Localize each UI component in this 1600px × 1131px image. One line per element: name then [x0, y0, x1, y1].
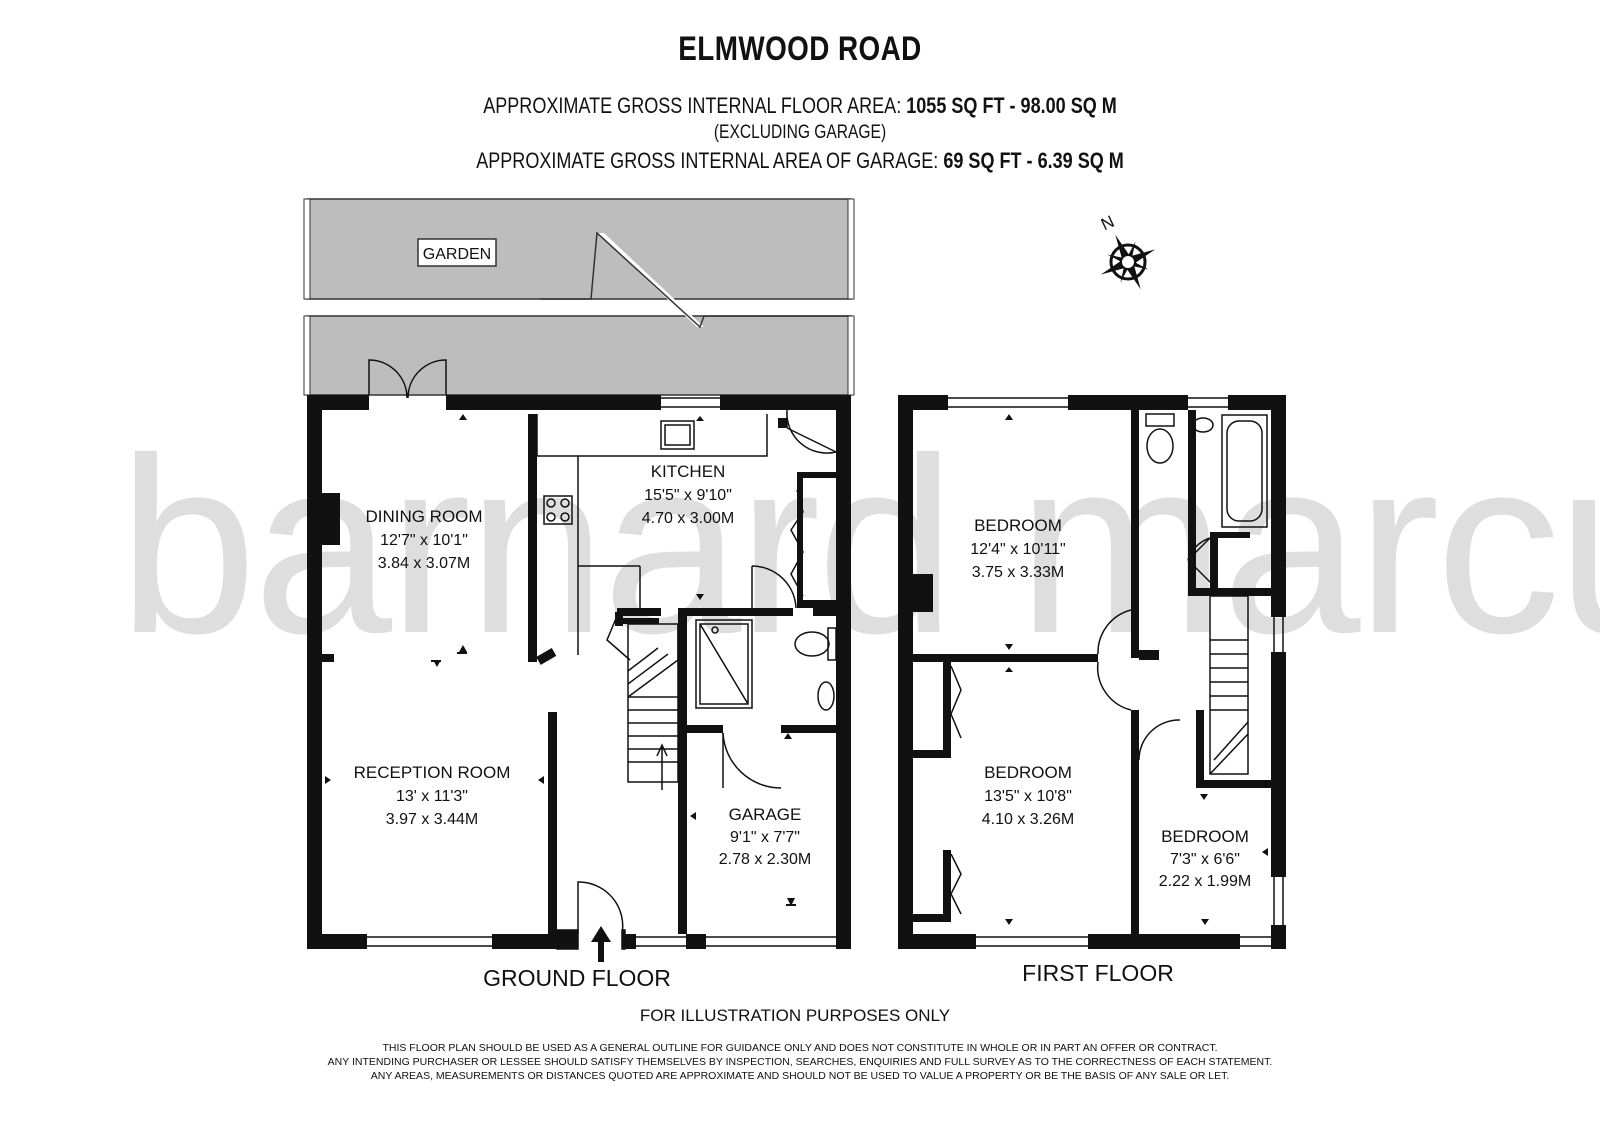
- room-reception-room: RECEPTION ROOM 13' x 11'3" 3.97 x 3.44M: [354, 763, 511, 828]
- garden-label-box: [417, 238, 497, 267]
- room-name: BEDROOM: [984, 763, 1072, 782]
- disclaimer-line-2: ANY INTENDING PURCHASER OR LESSEE SHOULD…: [328, 1056, 1273, 1068]
- floor-area-line: APPROXIMATE GROSS INTERNAL FLOOR AREA: 1…: [144, 93, 1456, 119]
- excluding-garage-note: (EXCLUDING GARAGE): [713, 122, 887, 143]
- marker-ticks: [325, 414, 1268, 925]
- room-dimensions-imperial: 12'4" x 10'11": [970, 541, 1065, 558]
- room-dimensions-imperial: 13' x 11'3": [396, 788, 468, 805]
- illustration-note: FOR ILLUSTRATION PURPOSES ONLY: [640, 1006, 950, 1025]
- room-name: BEDROOM: [1161, 827, 1249, 846]
- garage-area-label: APPROXIMATE GROSS INTERNAL AREA OF GARAG…: [476, 148, 939, 173]
- room-name: BEDROOM: [974, 516, 1062, 535]
- entrance-arrow-icon: [591, 926, 611, 962]
- room-dimensions-imperial: 13'5" x 10'8": [984, 788, 1072, 805]
- room-kitchen: KITCHEN 15'5" x 9'10" 4.70 x 3.00M: [642, 462, 735, 527]
- floor-area-value: 1055 SQ FT - 98.00 SQ M: [906, 93, 1117, 118]
- room-name: KITCHEN: [651, 462, 726, 481]
- room-dimensions-imperial: 9'1" x 7'7": [730, 829, 800, 846]
- garden-label: GARDEN: [423, 246, 491, 263]
- room-dimensions-imperial: 7'3" x 6'6": [1170, 851, 1240, 868]
- first-floor-windows: [948, 397, 1284, 947]
- room-bedroom-3: BEDROOM 7'3" x 6'6" 2.22 x 1.99M: [1159, 827, 1252, 890]
- watermark: barnard marcus: [118, 406, 1600, 685]
- ground-floor-label: GROUND FLOOR: [483, 965, 671, 991]
- first-floor-walls: [898, 395, 1286, 949]
- room-name: DINING ROOM: [365, 507, 482, 526]
- room-dimensions-metric: 4.10 x 3.26M: [982, 811, 1075, 828]
- room-dimensions-metric: 3.97 x 3.44M: [386, 811, 479, 828]
- room-name: GARAGE: [729, 805, 802, 824]
- disclaimer-line-1: THIS FLOOR PLAN SHOULD BE USED AS A GENE…: [382, 1042, 1217, 1054]
- room-dimensions-metric: 4.70 x 3.00M: [642, 510, 735, 527]
- room-dimensions-imperial: 12'7" x 10'1": [380, 532, 468, 549]
- first-floor-label: FIRST FLOOR: [1022, 960, 1174, 986]
- room-dining-room: DINING ROOM 12'7" x 10'1" 3.84 x 3.07M: [365, 507, 482, 572]
- room-dimensions-metric: 2.22 x 1.99M: [1159, 873, 1252, 890]
- room-dimensions-metric: 2.78 x 2.30M: [719, 851, 812, 868]
- garage-area-value: 69 SQ FT - 6.39 SQ M: [943, 148, 1124, 173]
- first-floor-fixtures: [950, 413, 1268, 915]
- room-dimensions-metric: 3.84 x 3.07M: [378, 555, 471, 572]
- room-dimensions-metric: 3.75 x 3.33M: [972, 564, 1065, 581]
- compass-north-label: N: [1098, 212, 1117, 234]
- ground-floor-fixtures: [368, 359, 837, 950]
- garage-area-line: APPROXIMATE GROSS INTERNAL AREA OF GARAG…: [144, 148, 1456, 174]
- ground-floor-windows: [367, 397, 836, 947]
- garden-area: GARDEN: [303, 198, 855, 396]
- room-dimensions-imperial: 15'5" x 9'10": [644, 487, 732, 504]
- floor-area-label: APPROXIMATE GROSS INTERNAL FLOOR AREA:: [483, 93, 902, 118]
- plan-title: ELMWOOD ROAD: [678, 30, 922, 68]
- room-name: RECEPTION ROOM: [354, 763, 511, 782]
- room-bedroom-2: BEDROOM 13'5" x 10'8" 4.10 x 3.26M: [982, 763, 1075, 828]
- room-bedroom-1: BEDROOM 12'4" x 10'11" 3.75 x 3.33M: [970, 516, 1065, 581]
- room-garage: GARAGE 9'1" x 7'7" 2.78 x 2.30M: [719, 805, 812, 868]
- north-compass-icon: [1100, 234, 1156, 290]
- disclaimer-line-3: ANY AREAS, MEASUREMENTS OR DISTANCES QUO…: [371, 1070, 1230, 1082]
